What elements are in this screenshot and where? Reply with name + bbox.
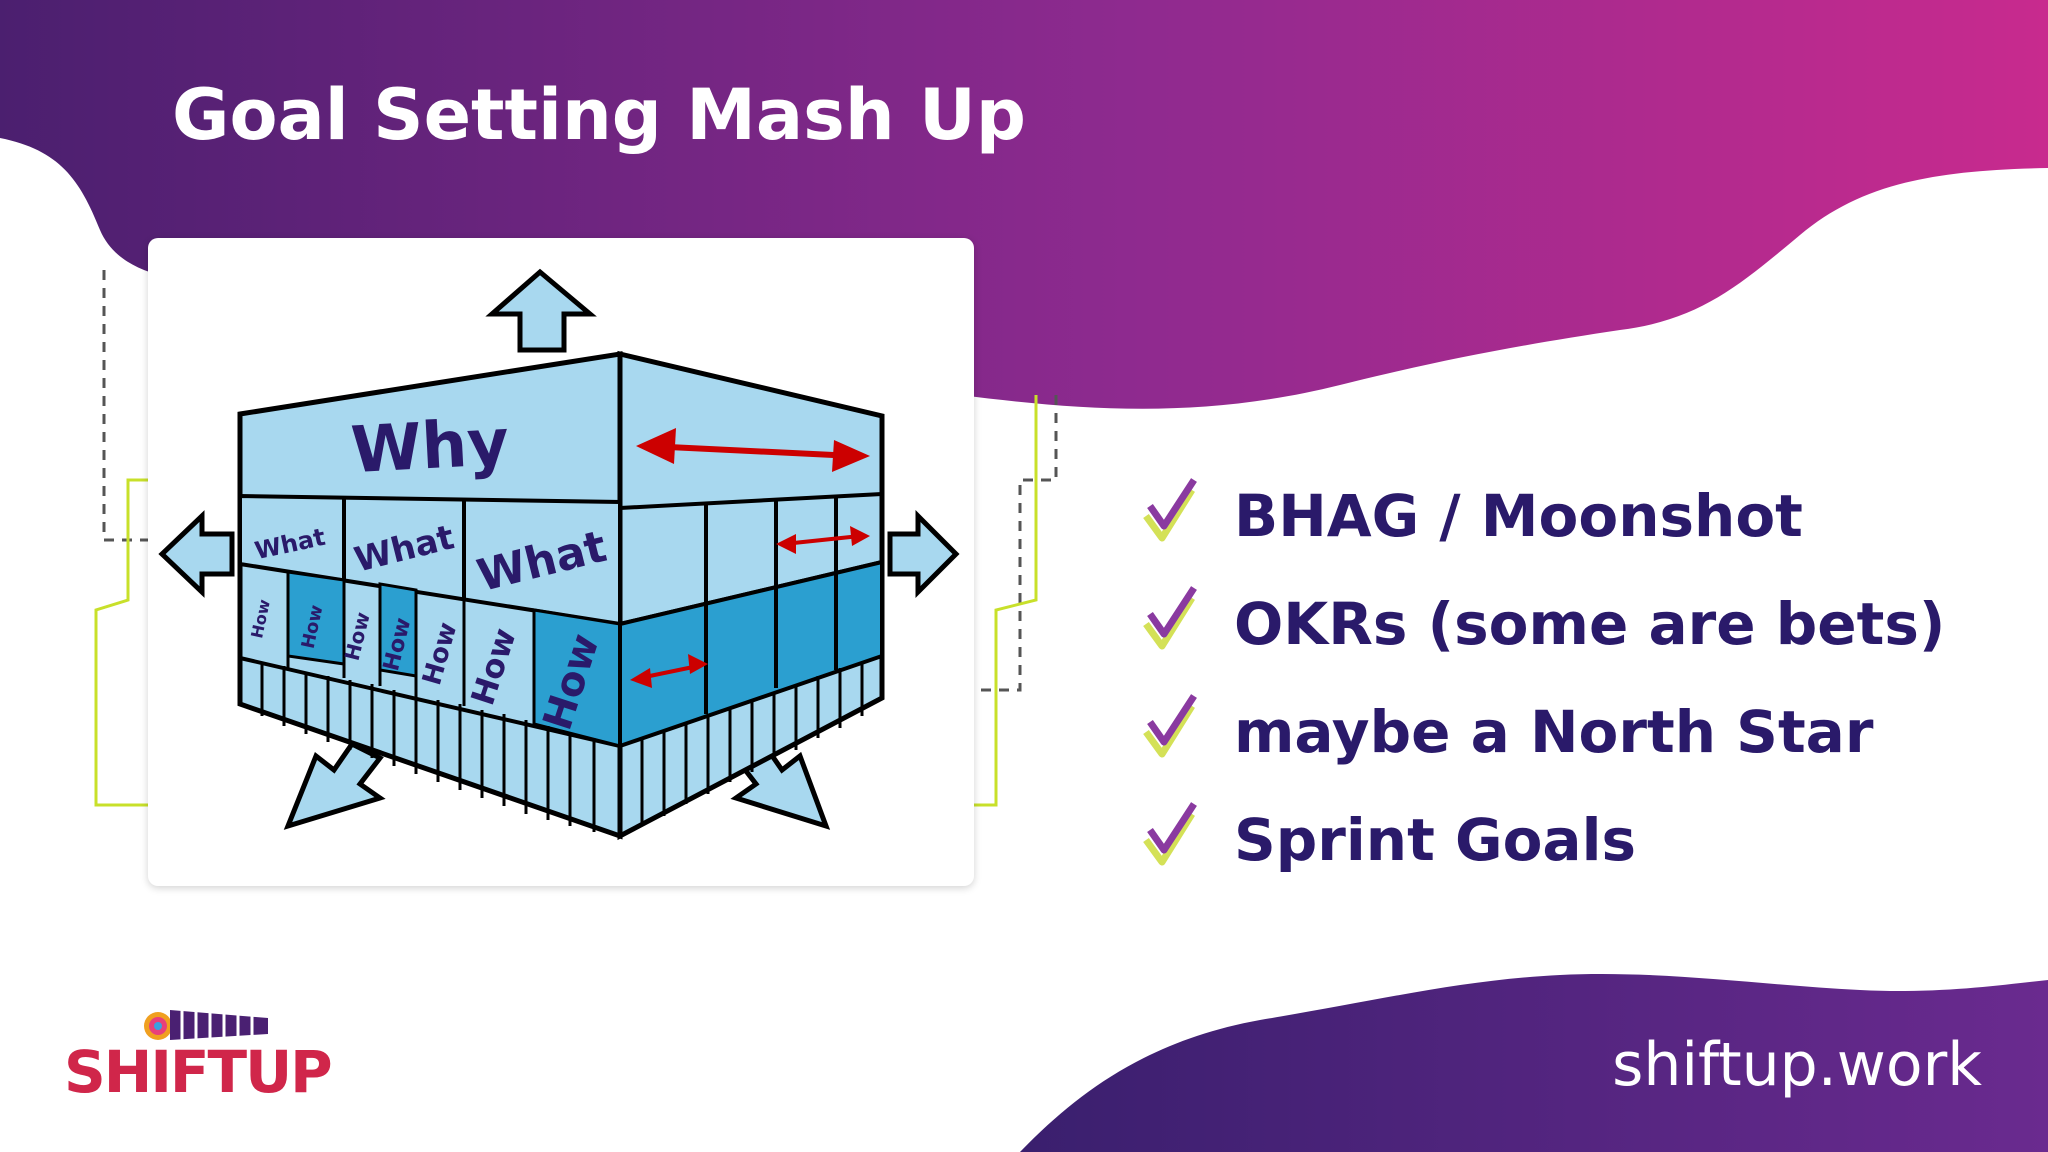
- list-item: Sprint Goals: [1140, 786, 2020, 894]
- arrow-right-icon: [887, 509, 960, 599]
- shiftup-logo: SHIFTUP: [64, 1010, 333, 1106]
- slide-title: Goal Setting Mash Up: [172, 74, 1026, 156]
- bullet-text: BHAG / Moonshot: [1234, 482, 1803, 550]
- bullet-text: maybe a North Star: [1234, 698, 1874, 766]
- bullet-text: OKRs (some are bets): [1234, 590, 1946, 658]
- bullet-list: BHAG / Moonshot OKRs (some are bets) may…: [1140, 462, 2020, 894]
- double-arrow-middle-icon: [776, 526, 870, 554]
- arrow-left-icon: [158, 510, 235, 598]
- double-arrow-bottom-icon: [630, 654, 708, 688]
- arrow-down-left-icon: [283, 740, 386, 830]
- list-item: OKRs (some are bets): [1140, 570, 2020, 678]
- list-item: maybe a North Star: [1140, 678, 2020, 786]
- logo-rainbow-icon: [144, 1010, 268, 1040]
- why-label: Why: [349, 406, 511, 488]
- double-check-icon: [1143, 694, 1197, 758]
- double-check-icon: [1143, 802, 1197, 866]
- logo-wordmark: SHIFTUP: [64, 1038, 331, 1106]
- why-what-how-cube-diagram: Why What What What How How How How How H…: [158, 268, 960, 841]
- double-check-icon: [1143, 586, 1197, 650]
- double-arrow-top-icon: [636, 428, 870, 472]
- list-item: BHAG / Moonshot: [1140, 462, 2020, 570]
- website-url: shiftup.work: [1612, 1030, 1982, 1100]
- bullet-text: Sprint Goals: [1234, 806, 1636, 874]
- double-check-icon: [1143, 478, 1197, 542]
- diagram-card: Why What What What How How How How How H…: [148, 238, 974, 886]
- arrow-up-icon: [485, 268, 597, 353]
